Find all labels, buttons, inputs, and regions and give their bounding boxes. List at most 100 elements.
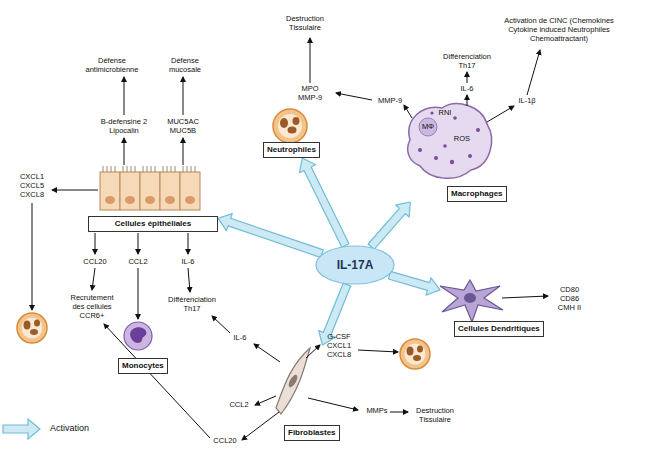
epithelial-cells-part xyxy=(180,172,200,210)
epithelial-cells-part xyxy=(105,196,115,204)
leader-arrow-part xyxy=(254,344,280,362)
annotation-text: MMPs xyxy=(362,406,392,415)
leader-arrow-part xyxy=(308,398,358,410)
macrophage-cell-part xyxy=(408,104,492,179)
neutrophil-cell-part xyxy=(280,118,288,128)
epithelial-cells-part xyxy=(140,172,160,210)
activation-arrow xyxy=(368,202,410,249)
annotation-text: Recrutement des cellules CCR6+ xyxy=(67,293,117,320)
neutrophil-cell-part xyxy=(34,320,40,327)
annotation-text: IL-1β xyxy=(512,96,542,105)
activation-arrow xyxy=(300,158,350,247)
neutrophil-cell-part xyxy=(17,313,47,343)
leader-arrow-part xyxy=(183,138,184,165)
cell-node: Monocytes xyxy=(116,318,166,374)
annotation-text: MUC5AC MUC5B xyxy=(165,117,201,135)
annotation-text: Destruction Tissulaire xyxy=(410,406,460,424)
annotation-text: IL-6 xyxy=(452,84,482,93)
dendritic-cell-part xyxy=(464,293,476,303)
annotation-text: MPO MMP-9 xyxy=(292,84,328,102)
annotation-text: IL-6 xyxy=(173,257,203,266)
macrophage-cell-part xyxy=(450,160,454,164)
epithelial-cells-part xyxy=(125,196,135,204)
annotation-text: G-CSF CXCL1 CXCL8 xyxy=(323,332,355,359)
leader-arrow-part xyxy=(95,233,96,254)
macrophage-cell-part xyxy=(468,154,472,158)
epithelial-cells-part xyxy=(103,166,195,172)
neutrophil-cell-part xyxy=(417,346,423,353)
leader-arrow-part xyxy=(124,77,125,115)
annotation-text: IL-6 xyxy=(228,333,252,342)
leader-arrow-part xyxy=(32,203,33,310)
cytokine-ellipse: IL-17A xyxy=(315,245,395,285)
leader-arrow-part xyxy=(467,72,468,83)
annotation-text: RNI xyxy=(435,108,455,117)
dendritic-cell xyxy=(440,280,503,322)
neutrophil-cell-part xyxy=(405,344,426,365)
epithelial-cells-part xyxy=(160,172,180,210)
cell-node: Cellules Dendritiques xyxy=(440,274,546,337)
leader-arrow-part xyxy=(390,412,408,413)
leader-arrow-part xyxy=(138,233,139,254)
epithelial-cells-part xyxy=(145,196,155,204)
leader-arrow-part xyxy=(502,296,548,298)
annotation-text: CCL2 xyxy=(225,400,253,409)
cell-node: Fibroblastes xyxy=(268,345,338,441)
activation-arrow xyxy=(388,271,440,295)
neutrophil-cell-part xyxy=(278,114,302,138)
legend-arrow-part xyxy=(3,419,40,439)
cell-node: Neutrophiles xyxy=(262,108,318,158)
cell-label: Neutrophiles xyxy=(263,142,320,158)
legend-text: Activation xyxy=(50,423,89,434)
leader-arrow-part xyxy=(242,412,279,440)
annotation-text: CCL2 xyxy=(123,257,153,266)
macrophage-cell xyxy=(408,104,492,179)
neutrophil-cell-part xyxy=(273,109,307,143)
leader-arrow-part xyxy=(306,345,320,358)
cell-node: Macrophages xyxy=(405,98,507,202)
leader-arrow-part xyxy=(487,106,514,122)
legend-arrow xyxy=(3,419,40,439)
neutrophil-cell-part xyxy=(400,339,430,369)
leader-arrow-part xyxy=(404,105,412,118)
leader-arrow-part xyxy=(124,138,125,165)
neutrophil-cell-part xyxy=(22,318,43,339)
ellipse-shape xyxy=(316,246,394,284)
annotation-text: Destruction Tissulaire xyxy=(280,14,330,32)
leader-arrow-part xyxy=(183,77,184,115)
neutrophil-cell-part xyxy=(288,127,297,134)
annotation-text: Défense antimicrobienne xyxy=(82,56,142,74)
leader-arrow-part xyxy=(188,233,189,254)
annotation-text: MΦ xyxy=(418,122,438,131)
cell-node: Cellules épithéliales xyxy=(88,160,218,232)
leader-arrow xyxy=(32,38,548,440)
leader-arrow-part xyxy=(104,324,210,438)
cell-label: Monocytes xyxy=(118,358,168,374)
annotation-text: Activation de CINC (Chemokines Cytokine … xyxy=(500,16,618,43)
neutrophil-cell-part xyxy=(30,329,38,335)
macrophage-cell-part xyxy=(476,128,480,132)
leader-arrow-part xyxy=(467,95,468,106)
monocyte-cell-part xyxy=(124,322,152,350)
neutrophil-cell-part xyxy=(413,355,421,361)
leader-arrow-part xyxy=(188,268,190,292)
monocyte-cell xyxy=(124,322,152,350)
leader-arrow-part xyxy=(336,93,372,100)
epithelial-cells-part xyxy=(185,196,195,204)
cell-label: Cellules Dendritiques xyxy=(454,321,544,337)
macrophage-cell-part xyxy=(434,156,438,160)
macrophage-cell-part xyxy=(418,148,422,152)
annotation-text: CCL20 xyxy=(210,436,240,445)
activation-arrow xyxy=(218,214,323,258)
dendritic-cell-part xyxy=(440,280,503,322)
annotation-text: CCL20 xyxy=(80,257,110,266)
macrophage-cell-part xyxy=(430,111,433,114)
neutrophil-cell xyxy=(400,339,430,369)
neutrophil-cell xyxy=(273,109,307,143)
annotation-text: Différenciation Th17 xyxy=(437,52,497,70)
leader-arrow-part xyxy=(138,268,139,319)
cell-label: Cellules épithéliales xyxy=(88,216,218,232)
fibroblast-cell-part xyxy=(287,373,299,388)
macrophage-cell-part xyxy=(453,116,457,120)
